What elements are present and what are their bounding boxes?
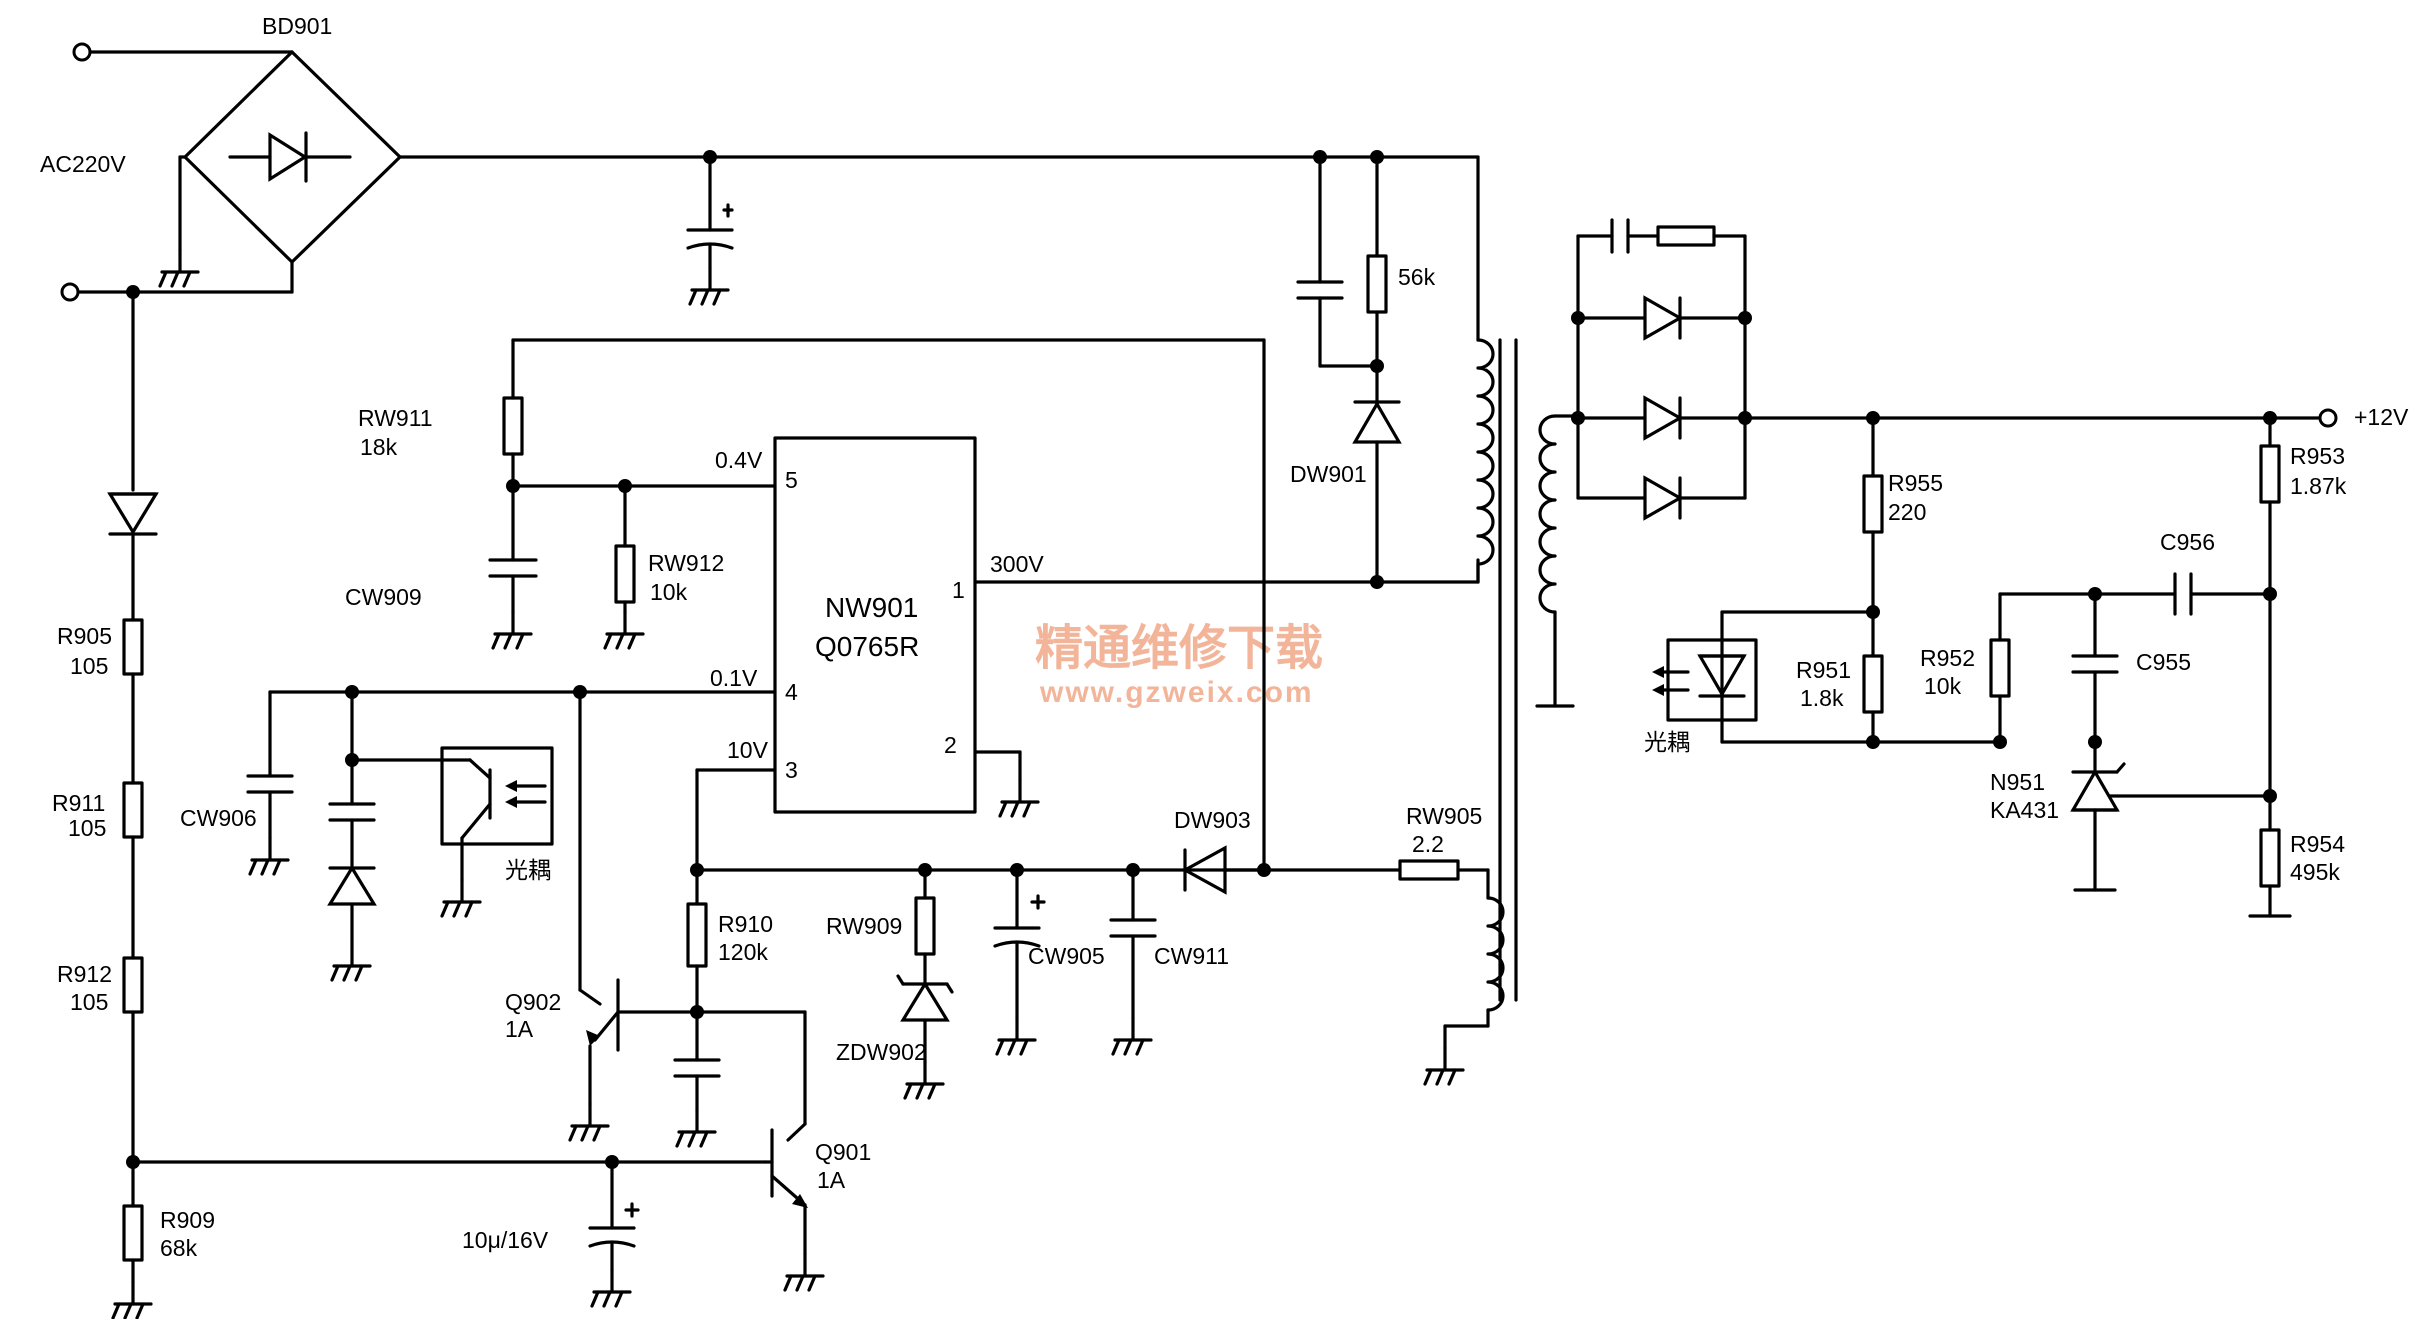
bd901-label: BD901 xyxy=(262,13,332,39)
svg-text:18k: 18k xyxy=(360,434,398,460)
svg-text:精通维修下载: 精通维修下载 xyxy=(1035,620,1323,676)
ac-input: AC220V xyxy=(40,42,294,302)
svg-text:68k: 68k xyxy=(160,1235,198,1261)
svg-text:C955: C955 xyxy=(2136,649,2191,675)
svg-text:R911: R911 xyxy=(52,790,105,816)
aux-supply: RW909 ZDW902 CW905 CW911 DW903 RW905 2.2 xyxy=(826,338,1490,1100)
svg-text:R910: R910 xyxy=(718,911,773,937)
svg-text:2.2: 2.2 xyxy=(1412,831,1444,857)
svg-text:KA431: KA431 xyxy=(1990,797,2059,823)
svg-text:300V: 300V xyxy=(990,551,1044,577)
ac-input-label: AC220V xyxy=(40,151,126,177)
transformer xyxy=(1423,155,1580,1086)
watermark: 精通维修下载 www.gzweix.com xyxy=(1035,620,1323,709)
ic-part: Q0765R xyxy=(815,631,919,662)
pin4-network: CW906 光耦 xyxy=(180,685,777,982)
ic-nw901: NW901 Q0765R 5 4 3 1 2 0.4V 0.1V 10V 300… xyxy=(710,436,1044,818)
svg-text:RW911: RW911 xyxy=(358,405,433,431)
svg-text:C956: C956 xyxy=(2160,529,2215,555)
svg-text:220: 220 xyxy=(1888,499,1926,525)
svg-text:CW911: CW911 xyxy=(1154,943,1229,969)
svg-text:CW906: CW906 xyxy=(180,805,257,831)
secondary-rectifier xyxy=(1571,218,1875,521)
svg-text:4: 4 xyxy=(785,679,798,705)
svg-text:5: 5 xyxy=(785,467,798,493)
svg-text:3: 3 xyxy=(785,757,798,783)
svg-text:1.8k: 1.8k xyxy=(1800,685,1844,711)
svg-text:CW905: CW905 xyxy=(1028,943,1105,969)
svg-text:105: 105 xyxy=(70,989,108,1015)
svg-text:ZDW902: ZDW902 xyxy=(836,1039,927,1065)
svg-text:1.87k: 1.87k xyxy=(2290,473,2347,499)
svg-text:1: 1 xyxy=(952,577,965,603)
svg-text:1A: 1A xyxy=(505,1016,534,1042)
svg-text:10k: 10k xyxy=(650,579,688,605)
svg-text:56k: 56k xyxy=(1398,264,1436,290)
bulk-capacitor xyxy=(686,150,734,306)
svg-text:R953: R953 xyxy=(2290,443,2345,469)
svg-text:10μ/16V: 10μ/16V xyxy=(462,1227,549,1253)
pin3-network: R910 120k Q901 1A xyxy=(673,768,1266,1292)
svg-text:2: 2 xyxy=(944,732,957,758)
svg-text:RW909: RW909 xyxy=(826,913,902,939)
startup-chain: R905 105 R911 105 R912 105 R909 68k xyxy=(52,285,767,1319)
svg-text:120k: 120k xyxy=(718,939,768,965)
capacitor-10u: 10μ/16V xyxy=(462,1155,640,1308)
svg-text:R905: R905 xyxy=(57,623,112,649)
svg-text:105: 105 xyxy=(70,653,108,679)
svg-text:CW909: CW909 xyxy=(345,584,422,610)
svg-text:10k: 10k xyxy=(1924,673,1962,699)
output-divider: R953 1.87k R954 495k xyxy=(2248,416,2347,918)
svg-text:RW912: RW912 xyxy=(648,550,724,576)
svg-text:R952: R952 xyxy=(1920,645,1975,671)
svg-text:10V: 10V xyxy=(727,737,769,763)
svg-text:R955: R955 xyxy=(1888,470,1943,496)
ka431-regulator: C956 R952 10k C955 N951 KA431 xyxy=(1920,529,2272,892)
svg-text:光耦: 光耦 xyxy=(1644,729,1690,755)
svg-text:N951: N951 xyxy=(1990,769,2045,795)
transistor-q902: Q902 1A xyxy=(505,690,807,1142)
svg-text:Q901: Q901 xyxy=(815,1139,871,1165)
svg-text:Q902: Q902 xyxy=(505,989,561,1015)
svg-text:R909: R909 xyxy=(160,1207,215,1233)
output-label: +12V xyxy=(2354,404,2409,430)
output-rail: +12V xyxy=(1866,404,2409,430)
snubber: 56k DW901 xyxy=(973,150,1480,589)
svg-text:RW905: RW905 xyxy=(1406,803,1482,829)
feedback-opto: R955 220 R951 1.8k 光耦 xyxy=(1644,416,2002,755)
pin5-network: RW911 18k CW909 RW912 10k xyxy=(345,338,1266,650)
svg-text:DW901: DW901 xyxy=(1290,461,1367,487)
svg-text:105: 105 xyxy=(68,815,106,841)
svg-text:1A: 1A xyxy=(817,1167,846,1193)
bridge-rectifier-bd901: BD901 xyxy=(158,13,1480,294)
svg-text:495k: 495k xyxy=(2290,859,2340,885)
svg-text:光耦: 光耦 xyxy=(505,857,551,883)
svg-text:R954: R954 xyxy=(2290,831,2345,857)
svg-text:R951: R951 xyxy=(1796,657,1851,683)
svg-text:0.4V: 0.4V xyxy=(715,447,763,473)
svg-text:www.gzweix.com: www.gzweix.com xyxy=(1039,676,1314,709)
ic-ref: NW901 xyxy=(825,592,918,623)
svg-text:R912: R912 xyxy=(57,961,112,987)
svg-text:DW903: DW903 xyxy=(1174,807,1251,833)
svg-text:0.1V: 0.1V xyxy=(710,665,758,691)
